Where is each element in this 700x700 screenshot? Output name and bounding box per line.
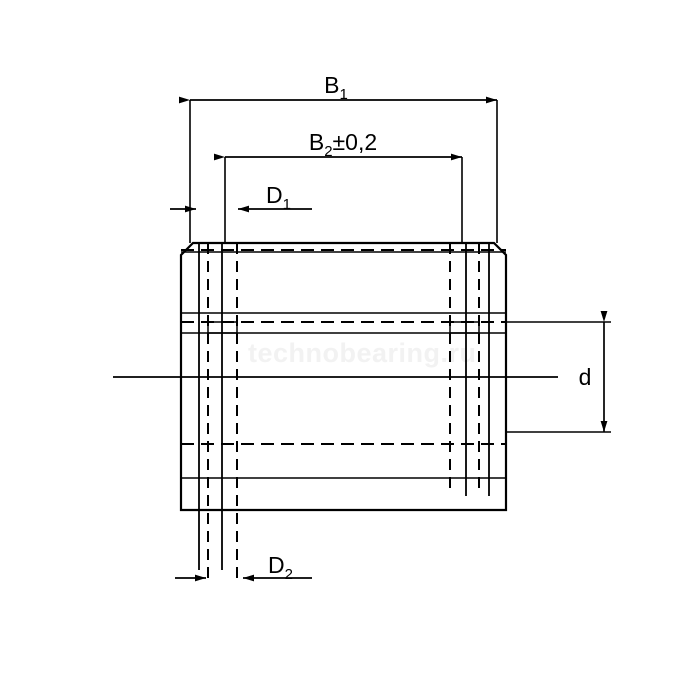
- dimension-d1: D1: [170, 182, 312, 213]
- d2-arrow-left: [195, 574, 206, 582]
- d1-arrow-left: [185, 205, 196, 213]
- vertical-feature-lines: [198, 243, 490, 570]
- dimension-d: d: [506, 311, 611, 433]
- dimension-label-d: d: [579, 364, 592, 390]
- bearing-body-outline: [179, 241, 508, 512]
- d1-arrow-right: [238, 205, 249, 213]
- dimension-b1: B1: [179, 72, 498, 243]
- watermark: technobearing.ru: [248, 338, 477, 368]
- d2-arrow-right: [243, 574, 254, 582]
- dimension-label-d2: D2: [268, 552, 293, 583]
- hidden-vertical-lines: [207, 243, 480, 580]
- groove-box-right: [449, 321, 480, 334]
- dimension-d2: D2: [175, 552, 312, 583]
- dimension-label-d1: D1: [266, 182, 291, 213]
- groove-box-left: [207, 321, 238, 334]
- dimension-label-b1: B1: [324, 72, 348, 103]
- groove-detail-boxes: [207, 321, 480, 334]
- dimension-b2: B2±0,2: [214, 129, 463, 243]
- dimension-label-b2: B2±0,2: [309, 129, 377, 160]
